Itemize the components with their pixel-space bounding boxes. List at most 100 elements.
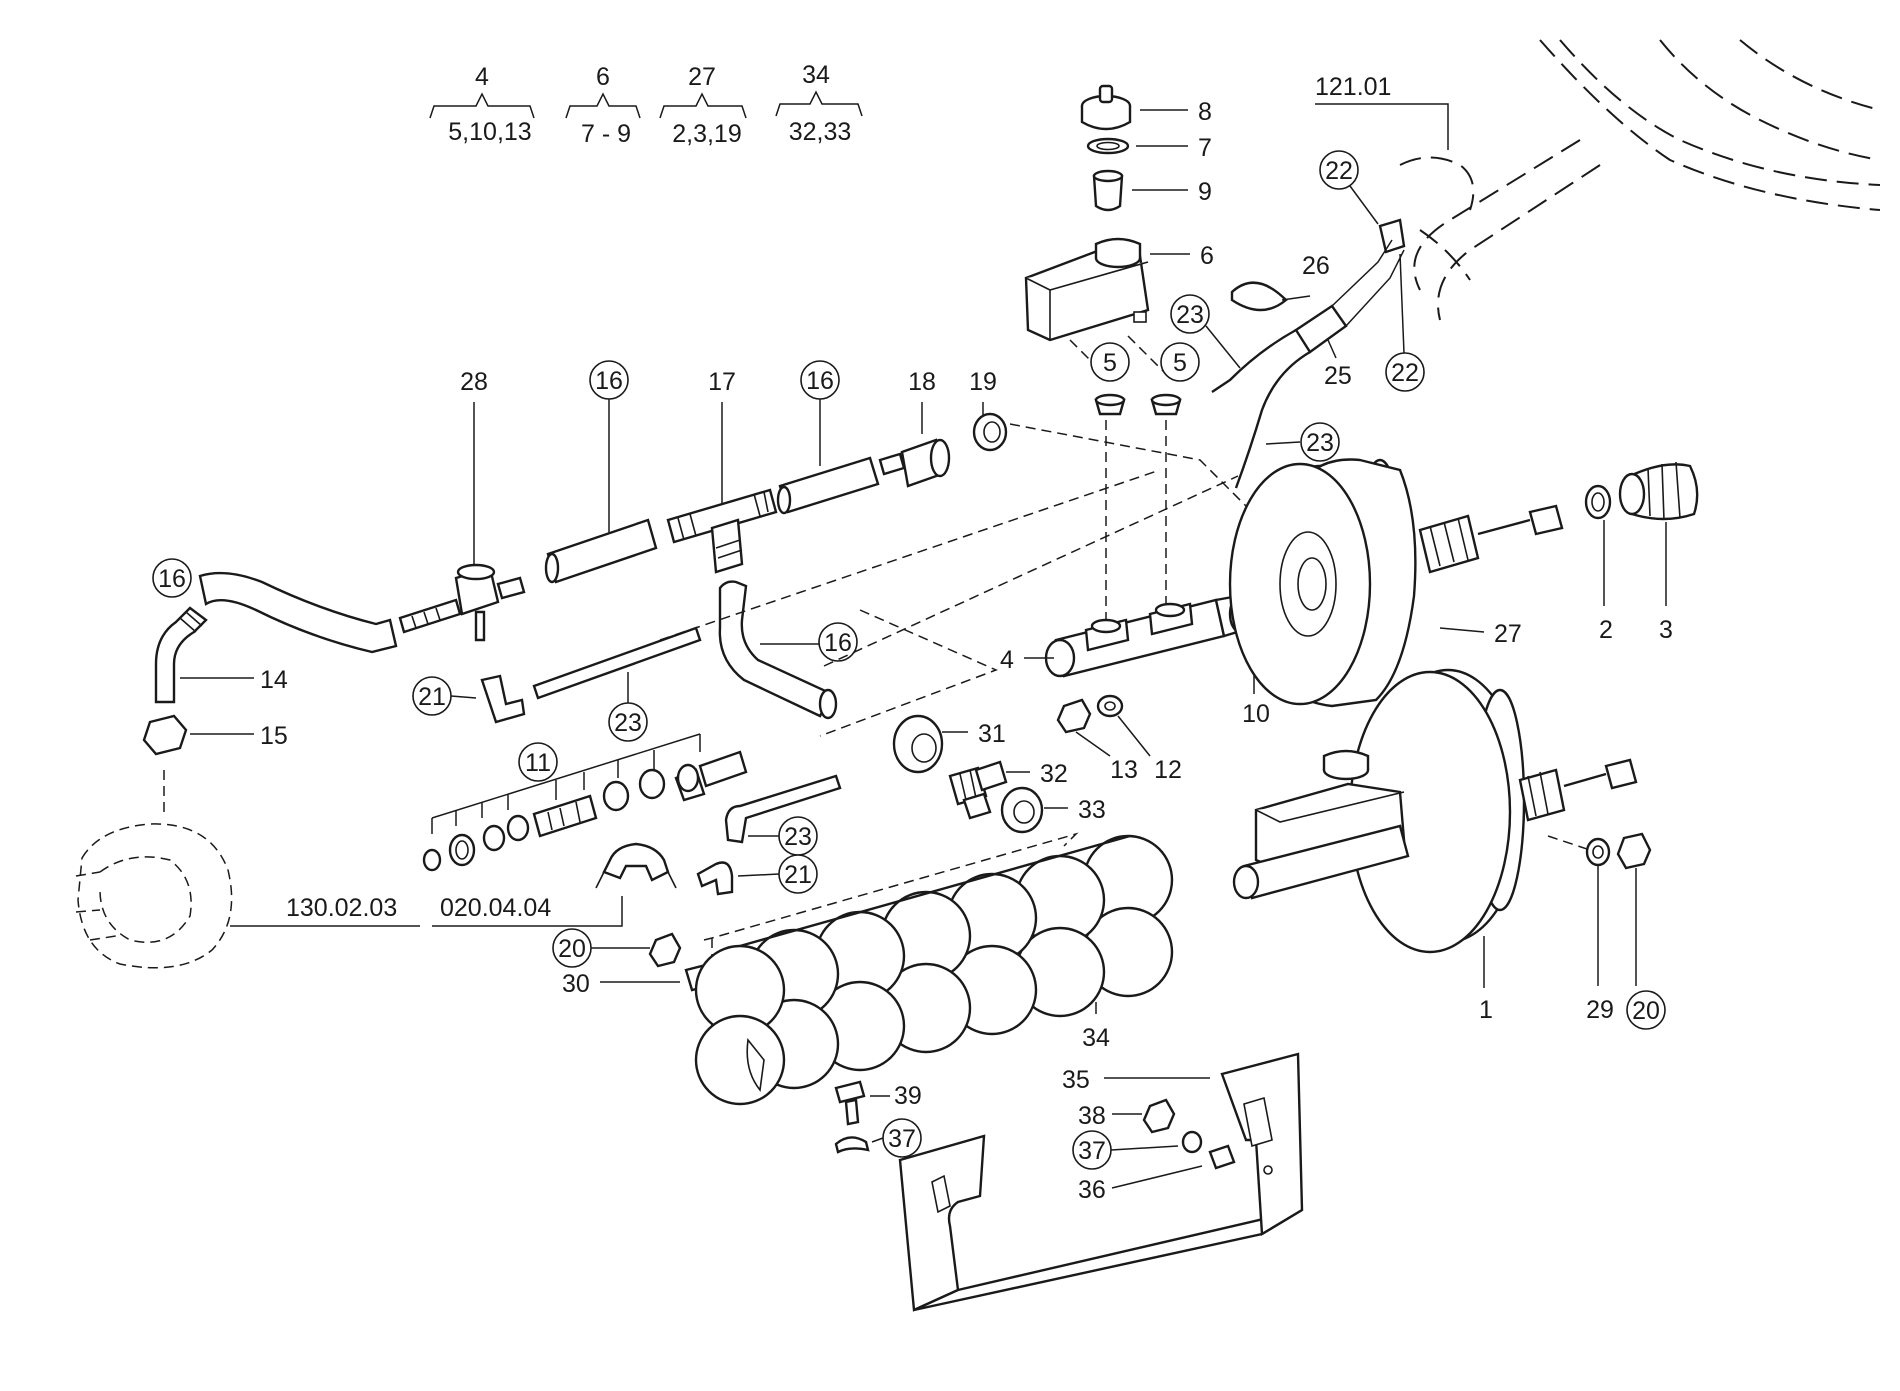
guide-line: [659, 469, 1161, 641]
callout-16-c: 16: [158, 565, 186, 593]
washer-29: 29: [1585, 837, 1614, 1024]
callout-7: 7: [1198, 134, 1212, 162]
callout-37-right: 37: [1078, 1137, 1106, 1165]
ref-label-bracket: 020.04.04: [440, 894, 551, 922]
callout-16-d: 16: [824, 629, 852, 657]
stud-30: 30: [562, 964, 710, 998]
booster-boot-3: 3: [1618, 461, 1699, 644]
callout-5-right: 5: [1173, 349, 1187, 377]
callout-14: 14: [260, 666, 288, 694]
wire-connector-22-lower: 22: [1385, 253, 1425, 392]
reservoir-cap: 8: [1080, 84, 1212, 131]
group-children-label: 2,3,19: [672, 120, 742, 148]
vacuum-tee-17: 17: [666, 368, 778, 574]
callout-22-upper: 22: [1325, 157, 1353, 185]
washer-37-left: 37: [834, 1118, 922, 1158]
brake-booster-27: 27: [1228, 458, 1564, 708]
group-brace: [659, 92, 747, 119]
callout-1: 1: [1479, 996, 1493, 1024]
callout-39: 39: [894, 1082, 922, 1110]
group-header-27: 27 2,3,19: [659, 63, 747, 148]
booster-vacuum-fitting-18: 18: [878, 368, 951, 488]
callout-23-right: 23: [1306, 429, 1334, 457]
group-header-34: 34 32,33: [775, 61, 863, 146]
mounting-bracket-35: 35: [898, 1052, 1304, 1312]
master-cylinder-4: 4: [1000, 420, 1252, 678]
vacuum-hose-16-a: 16: [544, 360, 658, 584]
callout-13: 13: [1110, 756, 1138, 784]
vacuum-hose-16-c: 16: [152, 558, 398, 654]
callout-12: 12: [1154, 756, 1182, 784]
sensor-wire-23: 23 23: [1170, 294, 1340, 489]
steering-column-ref: 121.01: [1315, 73, 1449, 150]
callout-33: 33: [1078, 796, 1106, 824]
group-parent-label: 34: [802, 61, 830, 89]
callout-21-lower: 21: [784, 861, 812, 889]
pipe-nut-15: 15: [142, 714, 288, 816]
tank-bracket-clip: 020.04.04: [432, 842, 677, 927]
brake-booster-assembly-1: 1: [1232, 668, 1638, 1024]
reservoir-seal-ring: 7: [1086, 134, 1212, 162]
vacuum-hose-23-short: 23: [724, 774, 842, 856]
wire-connector-22-upper: 22: [1319, 150, 1406, 254]
steering-wheel-outline: [1399, 39, 1881, 321]
callout-31: 31: [978, 720, 1006, 748]
group-brace: [565, 92, 641, 119]
wire-clip: 26: [1230, 252, 1330, 312]
group-brace: [429, 92, 535, 119]
callout-34: 34: [1082, 1024, 1110, 1052]
callout-22-lower: 22: [1391, 359, 1419, 387]
valve-kit-11: 11: [422, 733, 748, 872]
callout-10: 10: [1242, 700, 1270, 728]
group-parent-label: 27: [688, 63, 716, 91]
vacuum-reservoir-34: 34: [694, 832, 1174, 1106]
callout-3: 3: [1659, 616, 1673, 644]
callout-6: 6: [1200, 242, 1214, 270]
callout-26: 26: [1302, 252, 1330, 280]
vacuum-check-valve: 28: [398, 368, 526, 642]
booster-grommet-19: 19: [969, 368, 1008, 452]
washer-12-nut-13: 13 12: [1056, 694, 1182, 784]
nut-38: 38: [1078, 1098, 1176, 1134]
group-header-6: 6 7 - 9: [565, 63, 641, 148]
hose-elbow-21-lower: 21: [696, 854, 818, 896]
callout-20-booster: 20: [1632, 997, 1660, 1025]
callout-9: 9: [1198, 178, 1212, 206]
callout-16-a: 16: [595, 367, 623, 395]
callout-30: 30: [562, 970, 590, 998]
callout-16-b: 16: [806, 367, 834, 395]
group-children-label: 7 - 9: [581, 120, 631, 148]
callout-2: 2: [1599, 616, 1613, 644]
group-children-label: 32,33: [789, 118, 852, 146]
stud-36: 36: [1078, 1144, 1236, 1204]
callout-25: 25: [1324, 362, 1352, 390]
callout-37-left: 37: [888, 1125, 916, 1153]
hose-elbow-21-upper: 21: [412, 674, 526, 724]
tank-fitting-32: 32: [948, 760, 1068, 820]
vacuum-pipe-14: 14: [154, 606, 288, 704]
washer-37-right: 37: [1072, 1130, 1203, 1170]
tank-spheres: [694, 834, 1174, 1106]
callout-23-mid: 23: [614, 709, 642, 737]
booster-boot-ring-2: 2: [1584, 484, 1613, 644]
tank-grommet-31: 31: [892, 714, 1006, 774]
callout-23-lower: 23: [784, 823, 812, 851]
callout-18: 18: [908, 368, 936, 396]
callout-35: 35: [1062, 1066, 1090, 1094]
vacuum-pump-outline: 130.02.03: [75, 823, 420, 969]
vacuum-hose-16-b: 16: [776, 360, 880, 515]
callout-28: 28: [460, 368, 488, 396]
group-parent-label: 6: [596, 63, 610, 91]
callout-23-upper: 23: [1176, 301, 1204, 329]
callout-38: 38: [1078, 1102, 1106, 1130]
callout-5-left: 5: [1103, 349, 1117, 377]
callout-4: 4: [1000, 646, 1014, 674]
callout-29: 29: [1586, 996, 1614, 1024]
guide-line: [823, 475, 1239, 667]
callout-11: 11: [525, 749, 551, 777]
callout-21-upper: 21: [418, 683, 446, 711]
reservoir-grommet-left: 5: [1069, 339, 1130, 416]
callout-19: 19: [969, 368, 997, 396]
callout-20-tank: 20: [558, 935, 586, 963]
